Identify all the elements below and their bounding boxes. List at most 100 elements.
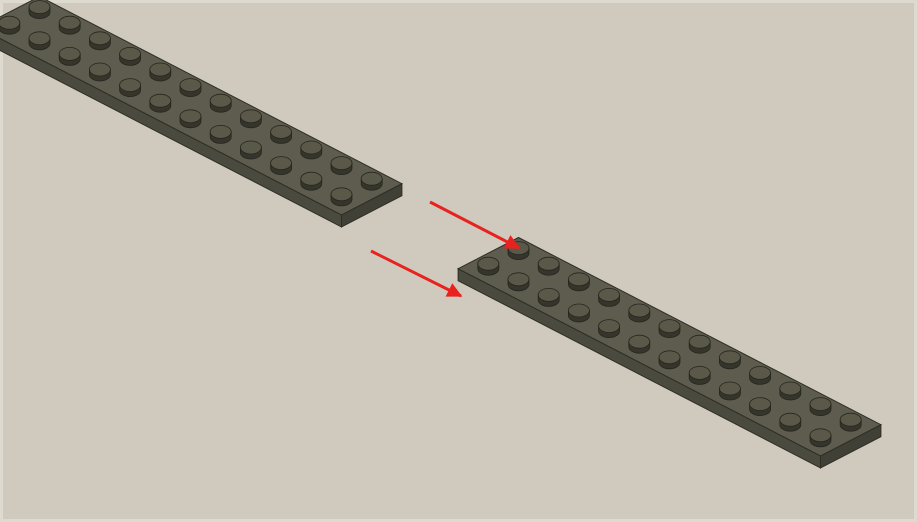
stud — [239, 109, 262, 129]
stud-top — [0, 15, 21, 30]
stud-top — [779, 381, 802, 396]
stud — [28, 0, 51, 19]
stud-top — [149, 62, 172, 77]
stud — [119, 78, 142, 97]
stud-top — [749, 397, 771, 412]
stud — [89, 31, 111, 51]
stud-top — [688, 334, 711, 349]
stud-top — [58, 15, 81, 30]
stud-top — [119, 47, 142, 61]
arrow-bottom — [370, 249, 463, 298]
stud-top — [839, 412, 862, 427]
stud-top — [330, 156, 353, 171]
stud — [360, 171, 383, 191]
stud — [149, 93, 172, 113]
stud — [330, 156, 353, 175]
stud — [300, 140, 323, 160]
stud-top — [658, 350, 681, 365]
stud-top — [58, 47, 81, 61]
stud-top — [779, 412, 802, 427]
stud-top — [598, 287, 620, 302]
stud — [209, 124, 232, 144]
stud-top — [809, 428, 832, 443]
stud-top — [239, 140, 262, 155]
stud-top — [809, 397, 832, 412]
stud — [300, 171, 323, 191]
stud-top — [568, 303, 590, 318]
stud-top — [628, 303, 651, 318]
stud — [537, 287, 560, 307]
stud-top — [507, 272, 530, 287]
stud — [688, 365, 711, 385]
stud — [809, 397, 832, 416]
stud-top — [179, 78, 202, 92]
stud — [507, 272, 530, 292]
stud-top — [239, 109, 262, 124]
stud — [658, 350, 681, 370]
stud — [749, 397, 771, 416]
stud — [809, 428, 832, 448]
stud — [149, 62, 172, 82]
stud — [719, 350, 741, 370]
stud — [270, 156, 293, 175]
stud — [537, 256, 560, 276]
arrow-layer — [370, 200, 521, 298]
stud — [598, 287, 620, 307]
stud-top — [300, 140, 323, 155]
stud-top — [89, 31, 111, 46]
stud-top — [209, 124, 232, 139]
stud-top — [270, 156, 293, 171]
stud-top — [719, 381, 741, 396]
arrow-top — [429, 200, 521, 250]
stud-top — [28, 0, 51, 14]
stud — [270, 124, 293, 144]
stud-top — [209, 93, 232, 108]
stud-top — [89, 62, 111, 77]
stud — [628, 303, 651, 323]
stud — [568, 272, 590, 292]
stud-top — [719, 350, 741, 365]
plate-lower-right-top-face — [457, 236, 882, 457]
stud — [330, 187, 353, 207]
stud — [688, 334, 711, 354]
stud — [477, 256, 500, 276]
stud — [658, 319, 681, 338]
stud — [628, 334, 651, 354]
stud — [119, 47, 142, 66]
stud — [598, 319, 620, 338]
plate-upper-left-top-face — [0, 0, 403, 216]
stud — [58, 15, 81, 35]
brick-layer — [0, 0, 882, 469]
plate-lower-right — [457, 236, 882, 469]
stud-top — [537, 287, 560, 302]
stud — [779, 381, 802, 401]
stud-top — [28, 31, 51, 46]
stud-top — [477, 256, 500, 271]
stud-top — [749, 365, 771, 380]
stud — [0, 15, 21, 35]
stud — [719, 381, 741, 401]
stud-top — [360, 171, 383, 186]
stud-top — [598, 319, 620, 334]
stud-top — [568, 272, 590, 287]
stud-top — [119, 78, 142, 92]
stud-top — [270, 124, 293, 139]
stud-top — [300, 171, 323, 186]
stud-top — [688, 365, 711, 380]
stud — [179, 78, 202, 97]
stud — [179, 109, 202, 129]
plate-upper-left — [0, 0, 403, 228]
stud — [839, 412, 862, 432]
stud — [568, 303, 590, 323]
stud — [239, 140, 262, 160]
stud-top — [149, 93, 172, 108]
stud — [89, 62, 111, 82]
stud-top — [628, 334, 651, 349]
stud — [779, 412, 802, 432]
stud — [58, 47, 81, 66]
stud — [749, 365, 771, 385]
stud — [209, 93, 232, 113]
